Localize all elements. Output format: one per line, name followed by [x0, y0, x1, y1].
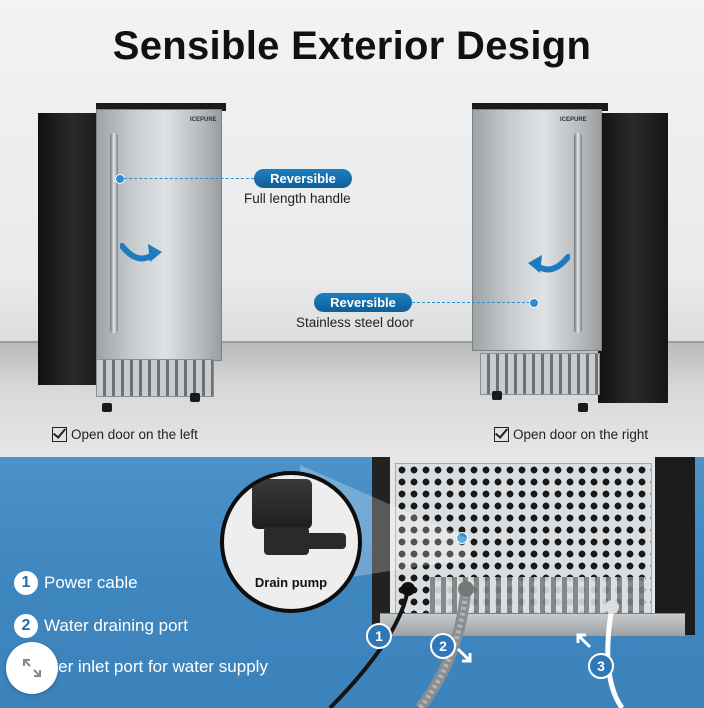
list-item-label: ater inlet port for water supply — [44, 657, 268, 676]
door-callout-line — [412, 302, 530, 303]
handle-callout-line — [124, 178, 254, 179]
door-handle — [110, 133, 118, 333]
number-badge: 1 — [14, 571, 38, 595]
drain-pump-label: Drain pump — [254, 575, 328, 590]
cable-tag-3: 3 — [588, 653, 614, 679]
machine-side — [372, 457, 390, 637]
list-item: 1 Power cable — [14, 571, 138, 595]
list-item: 2 Water draining port — [14, 614, 188, 638]
foot — [578, 403, 588, 412]
page-title: Sensible Exterior Design — [112, 24, 592, 68]
ice-maker-right-hinge: ICEPURE — [470, 103, 670, 415]
floor-edge — [0, 341, 704, 343]
pump-neck — [264, 527, 309, 555]
foot — [102, 403, 112, 412]
machine-right-side — [655, 457, 695, 635]
foot — [190, 393, 200, 402]
number-badge: 2 — [14, 614, 38, 638]
stainless-door — [472, 109, 602, 351]
expand-arrows-icon — [23, 659, 41, 677]
pump-body — [252, 479, 312, 529]
right-option: Open door on the right — [494, 427, 648, 442]
drain-pump-zoom: Drain pump — [220, 471, 362, 613]
handle-caption: Full length handle — [244, 191, 351, 206]
rear-ports-panel: Drain pump 1 2 3 1 Power cable 2 Water d… — [0, 457, 704, 708]
brand-logo: ICEPURE — [560, 117, 587, 123]
pump-outlet — [304, 533, 346, 549]
swing-arrow-icon — [528, 254, 570, 273]
swing-arrow-icon — [120, 243, 162, 262]
list-item: ater inlet port for water supply — [44, 657, 268, 677]
checkbox-checked-icon — [494, 427, 509, 442]
reversible-badge: Reversible — [314, 293, 412, 312]
exterior-design-panel: Sensible Exterior Design ICEPURE ICEPURE… — [0, 0, 704, 457]
brand-logo: ICEPURE — [190, 117, 217, 123]
list-item-label: Water draining port — [44, 616, 188, 635]
cable-tag-2: 2 — [430, 633, 456, 659]
door-callout-dot — [529, 298, 539, 308]
down-arrow-icon — [456, 647, 472, 663]
up-arrow-icon — [576, 633, 592, 649]
pump-location-dot — [456, 532, 468, 544]
front-vent — [480, 353, 600, 395]
cable-tag-1: 1 — [366, 623, 392, 649]
door-caption: Stainless steel door — [296, 315, 414, 330]
left-option-label: Open door on the left — [71, 427, 198, 442]
cabinet-top — [472, 103, 608, 111]
expand-button[interactable] — [6, 642, 58, 694]
reversible-badge: Reversible — [254, 169, 352, 188]
right-option-label: Open door on the right — [513, 427, 649, 442]
handle-callout-dot — [115, 174, 125, 184]
list-item-label: Power cable — [44, 573, 138, 592]
cabinet-top — [96, 103, 226, 111]
door-handle — [574, 133, 582, 333]
front-vent — [96, 359, 214, 397]
cabinet-side — [598, 113, 668, 403]
foot — [492, 391, 502, 400]
left-option: Open door on the left — [52, 427, 198, 442]
ice-maker-left-hinge: ICEPURE — [38, 103, 228, 415]
checkbox-checked-icon — [52, 427, 67, 442]
